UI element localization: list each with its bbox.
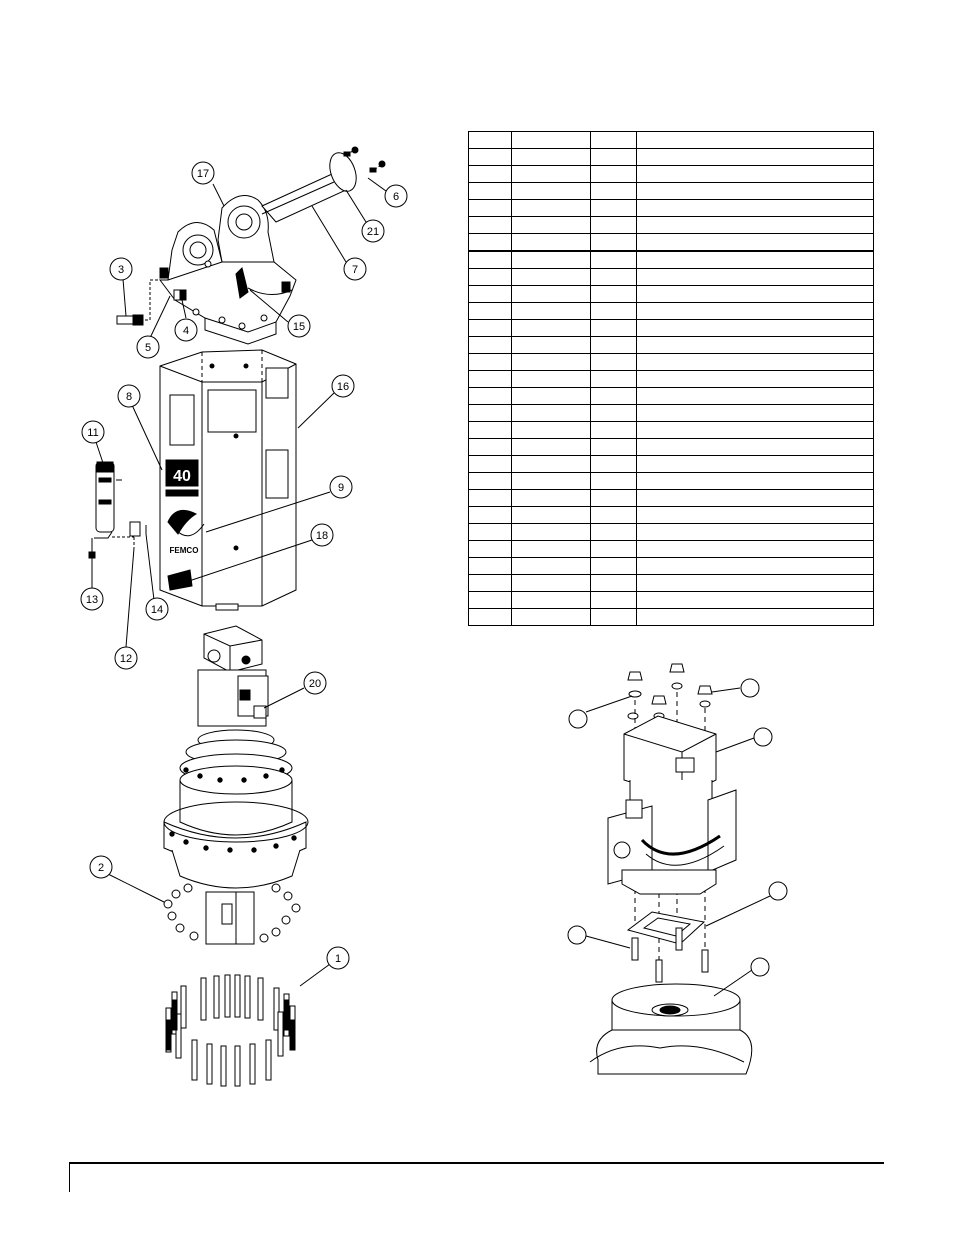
- callout-2: 2: [98, 862, 104, 874]
- blank-callout: [740, 678, 760, 698]
- callout-20: 20: [309, 678, 321, 690]
- table-row: [468, 370, 874, 388]
- table-cell: [636, 608, 874, 626]
- table-row: [468, 319, 874, 337]
- table-row: [468, 404, 874, 422]
- blank-callout: [750, 957, 770, 977]
- blank-callout: [768, 881, 788, 901]
- callout-12: 12: [120, 653, 132, 665]
- leader-lines-left: [91, 177, 387, 987]
- octagonal-housing: [159, 349, 297, 611]
- callout-13: 13: [86, 594, 98, 606]
- valve-cartridge: [88, 461, 147, 559]
- callout-21: 21: [367, 226, 379, 238]
- table-row: [468, 387, 874, 405]
- table-row: [468, 216, 874, 234]
- blank-callout: [568, 709, 588, 729]
- brand-logo-text: FEMCO: [170, 546, 199, 555]
- callout-9: 9: [338, 482, 344, 494]
- blank-callout: [567, 925, 587, 945]
- table-row: [468, 608, 874, 626]
- callout-11: 11: [87, 427, 98, 439]
- callout-18: 18: [316, 530, 328, 542]
- table-row: [468, 250, 874, 269]
- model-badge-text: 40: [173, 468, 191, 485]
- parts-list-table: [468, 131, 874, 626]
- table-cell: [636, 216, 874, 234]
- callout-17: 17: [197, 168, 209, 180]
- table-row: [468, 302, 874, 320]
- table-row: [468, 165, 874, 183]
- callout-14: 14: [151, 604, 163, 616]
- table-row: [468, 233, 874, 252]
- table-row: [468, 148, 874, 166]
- table-row: [468, 285, 874, 303]
- callout-1: 1: [335, 953, 341, 965]
- callout-15: 15: [293, 321, 305, 333]
- footer-rule: [69, 1162, 884, 1164]
- callout-16: 16: [337, 381, 349, 393]
- callout-7: 7: [352, 264, 358, 276]
- callout-3: 3: [118, 264, 124, 276]
- callout-5: 5: [145, 342, 151, 354]
- callout-4: 4: [183, 325, 189, 337]
- table-row: [468, 472, 874, 490]
- table-row: [468, 506, 874, 524]
- nut-ring: [163, 883, 301, 943]
- callout-6: 6: [393, 191, 399, 203]
- table-row: [468, 438, 874, 456]
- mounting-bracket: [116, 146, 386, 345]
- table-cell: [636, 233, 874, 252]
- callout-8: 8: [126, 391, 132, 403]
- bolt-cage: [165, 974, 296, 1087]
- motor-gearbox: [163, 625, 309, 945]
- table-row: [468, 557, 874, 575]
- blank-callout: [753, 727, 773, 747]
- table-row: [468, 353, 874, 371]
- footer-rule-stub: [69, 1162, 70, 1192]
